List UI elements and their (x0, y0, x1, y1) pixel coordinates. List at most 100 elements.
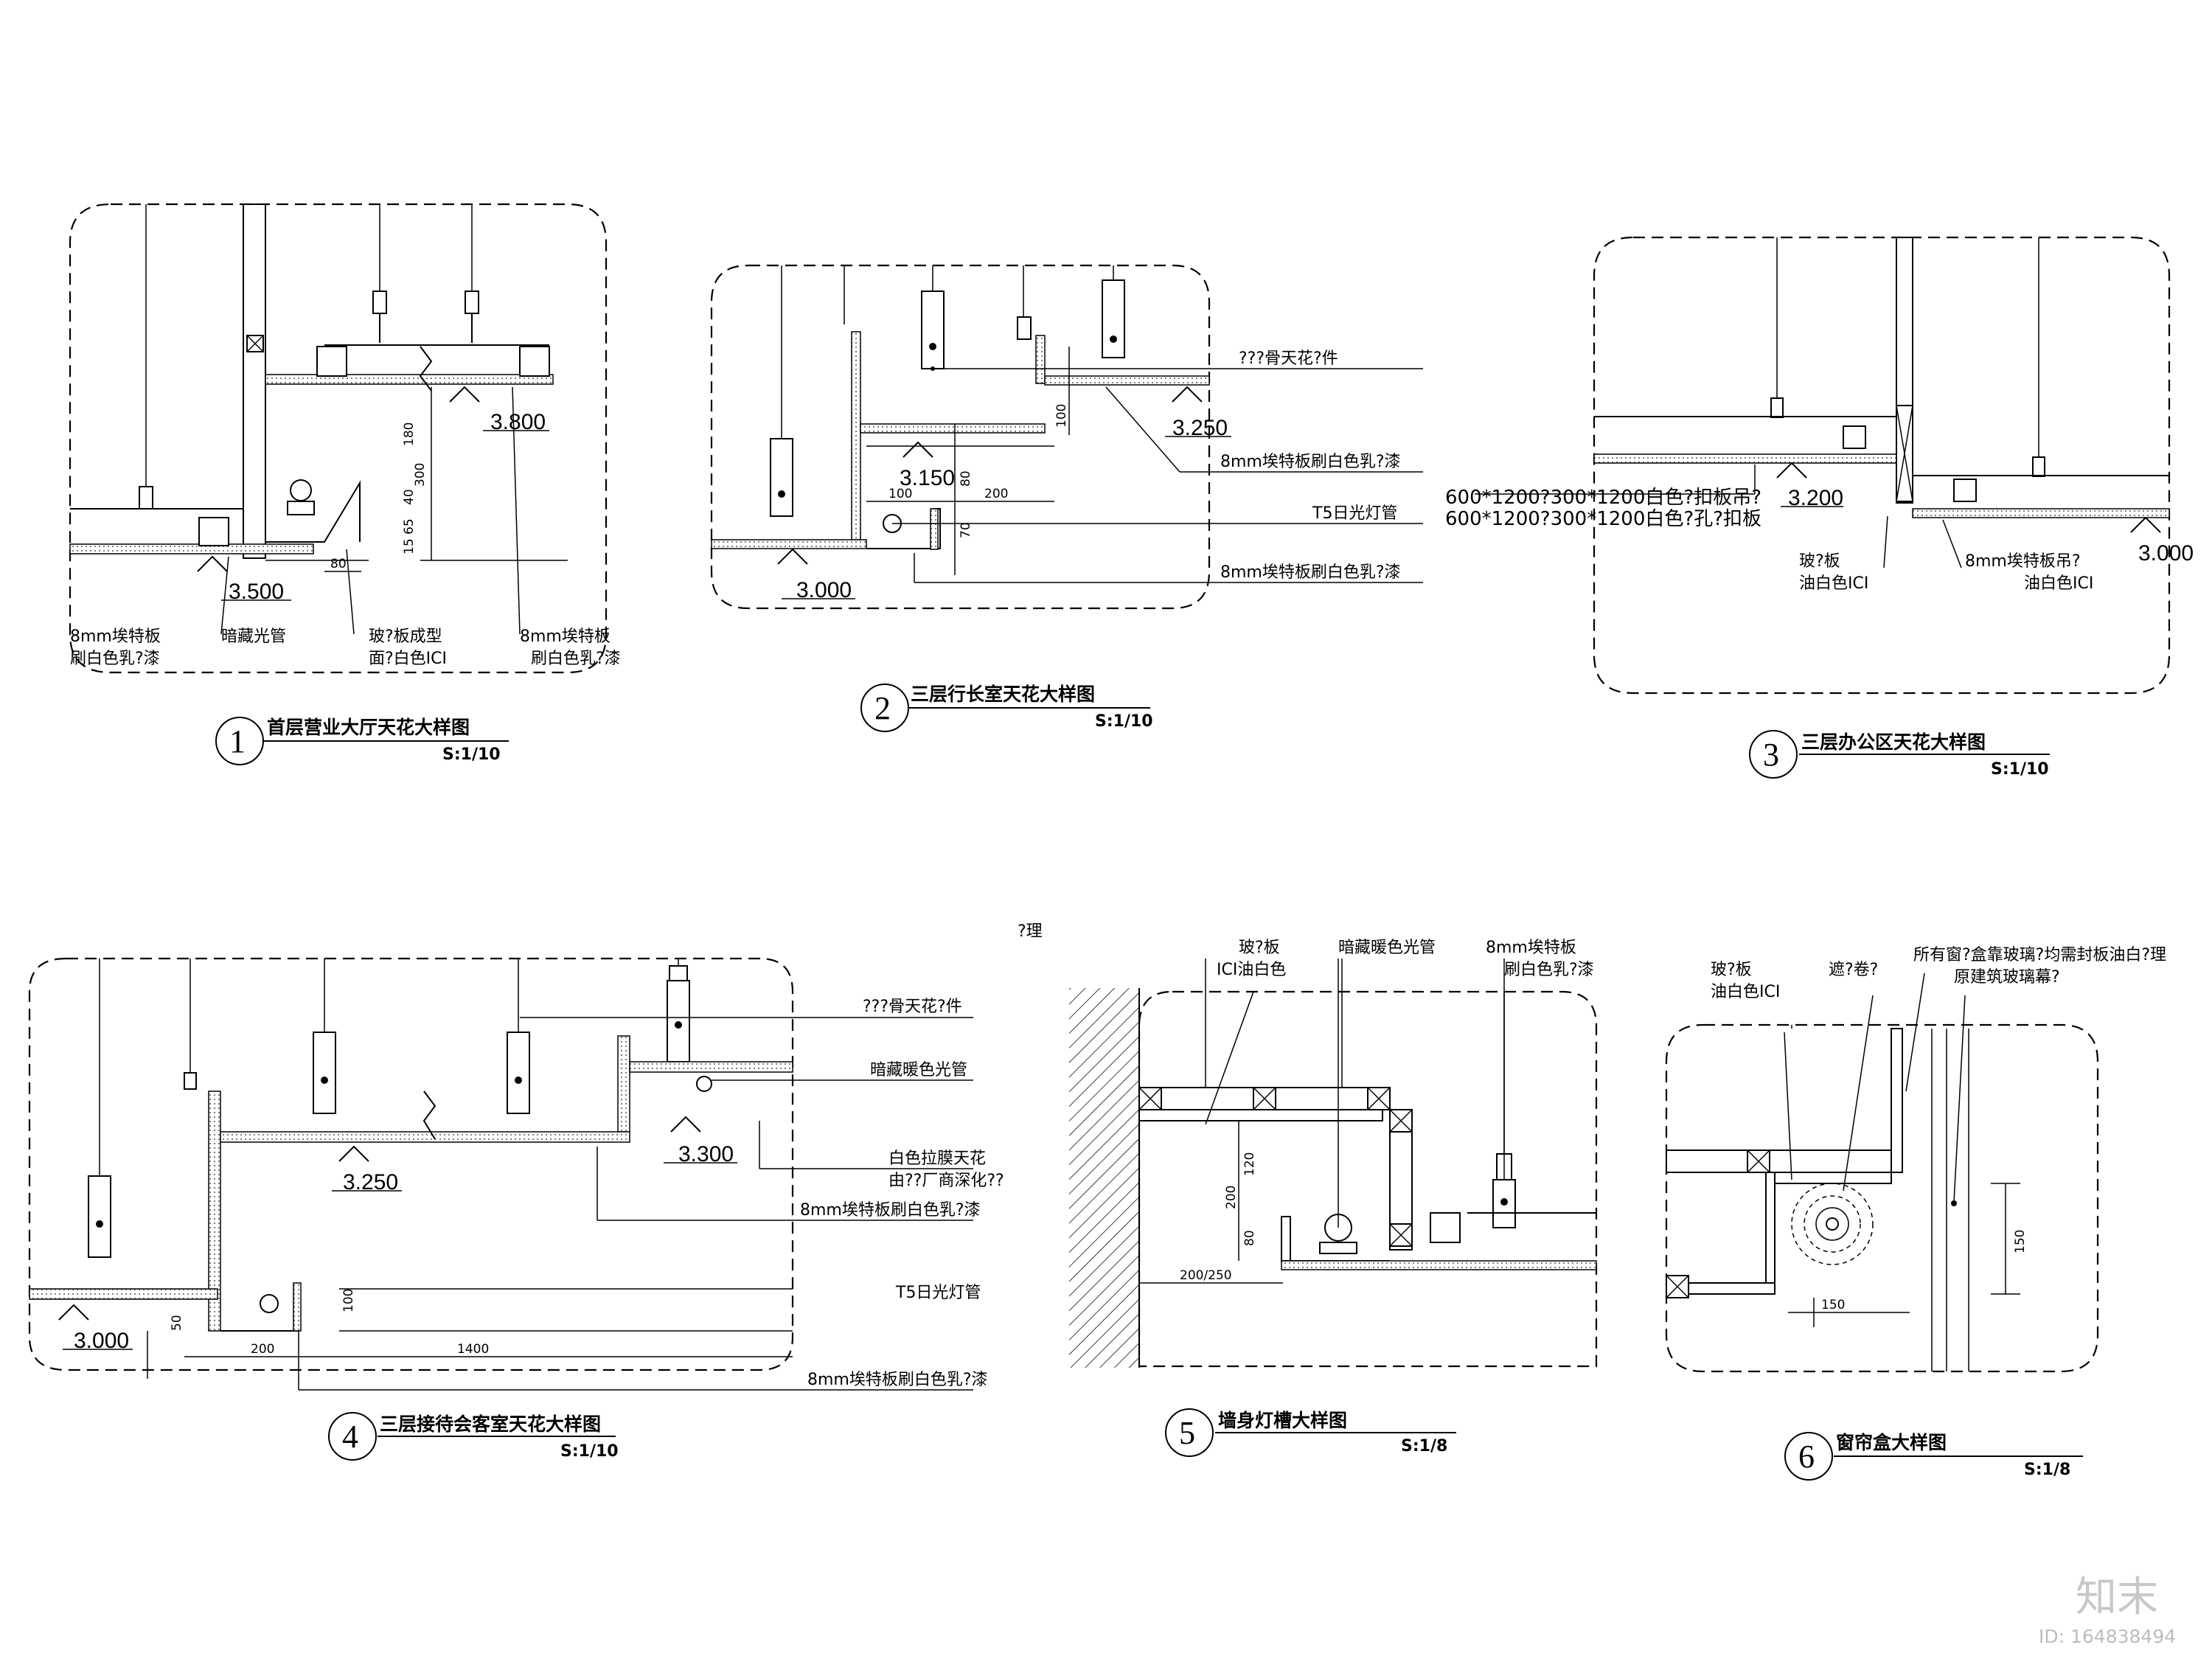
detail-6: 150 150 玻?板 油白色ICI 遮?卷? 所有窗?盒靠玻璃?均需封板油白?… (1665, 946, 2166, 1481)
light-icon (696, 1076, 712, 1092)
note-4-board-2: 8mm埃特板刷白色乳?漆 (807, 1371, 988, 1389)
detail-6-boundary (1665, 1023, 2099, 1373)
note-1-board-right-2: 刷白色乳?漆 (531, 650, 621, 668)
level-2-b: 3.150 (900, 466, 955, 490)
level-marker-icon (58, 1116, 701, 1321)
detail-scale: S:1/8 (2024, 1461, 2070, 1479)
detail-title: 三层行长室天花大样图 (911, 684, 1095, 705)
detail-number-circle (1749, 730, 1798, 779)
detail-title: 三层接待会客室天花大样图 (380, 1413, 601, 1435)
note-3-board-2: 油白色ICI (2024, 574, 2093, 593)
detail-2: 3.250 3.150 3.000 100 80 100 200 70 ???骨… (710, 264, 1423, 732)
detail-number: 2 (874, 690, 891, 726)
dim-100b: 100 (888, 487, 912, 501)
detail-title: 首层营业大厅天花大样图 (267, 717, 470, 738)
detail-1-boundary (69, 203, 608, 674)
dim-100: 100 (341, 1289, 356, 1312)
wall-hatch (1069, 988, 1139, 1368)
dim-40: 40 (402, 489, 417, 505)
note-5-glass: 玻?板 (1239, 939, 1280, 957)
dim-70: 70 (959, 522, 973, 538)
note-2-keel: ???骨天花?件 (1239, 349, 1338, 368)
detail-number: 3 (1763, 737, 1779, 773)
dim-65: 65 (402, 518, 417, 535)
detail-number: 5 (1179, 1415, 1195, 1451)
detail-number-circle (328, 1412, 377, 1461)
note-4-board: 8mm埃特板刷白色乳?漆 (800, 1201, 981, 1220)
light-tube-icon (260, 1294, 279, 1313)
note-4-tube: T5日光灯管 (895, 1284, 981, 1302)
note-4-ceiling-2: 由??厂商深化?? (888, 1172, 1004, 1190)
dim-80: 80 (330, 557, 347, 571)
note-4-light: 暗藏暖色光管 (870, 1061, 967, 1079)
note-5-board: 8mm埃特板 (1486, 939, 1576, 957)
note-1-board-right: 8mm埃特板 (520, 627, 611, 646)
detail-3-boundary (1593, 236, 2171, 695)
detail-scale: S:1/10 (1095, 712, 1153, 731)
detail-number: 1 (229, 723, 246, 759)
dim-80: 80 (1242, 1230, 1257, 1246)
ceiling-board (265, 374, 554, 385)
dim-200-250: 200/250 (1180, 1268, 1232, 1283)
dim-180: 180 (402, 422, 417, 446)
note-5-light: 暗藏暖色光管 (1338, 939, 1436, 957)
note-1-light: 暗藏光管 (221, 627, 286, 646)
level-marker-icon (777, 386, 1203, 565)
note-3-glass: 玻?板 (1799, 552, 1840, 571)
level-marker-icon (197, 386, 480, 572)
note-4-ceiling: 白色拉膜天花 (888, 1150, 986, 1168)
hanger-clip (139, 291, 479, 509)
dim-150-v: 150 (2013, 1230, 2028, 1253)
watermark-logo: 知末 (2076, 1573, 2158, 1621)
note-5-glass-2: ICI油白色 (1217, 961, 1286, 979)
detail-scale: S:1/10 (442, 745, 501, 764)
note-1-glass: 玻?板成型 (369, 627, 442, 646)
detail-number-circle (1784, 1432, 1833, 1481)
dim-80: 80 (959, 470, 973, 487)
note-2-tube: T5日光灯管 (1312, 504, 1397, 523)
light-tube-icon (290, 479, 312, 501)
watermark-id: ID: 164838494 (2039, 1626, 2176, 1647)
detail-3: 3.200 3.000 600*1200?300*1200白色?扣板吊? 600… (1445, 236, 2194, 779)
note-3-glass-2: 油白色ICI (1799, 574, 1868, 593)
detail-title: 墙身灯槽大样图 (1218, 1410, 1347, 1431)
detail-2-boundary (710, 264, 1211, 610)
detail-number: 6 (1798, 1439, 1815, 1475)
detail-4: 3.250 3.300 3.000 100 50 200 1400 ???骨天花… (28, 957, 1004, 1461)
detail-4-boundary (28, 957, 794, 1371)
dim-200: 200 (1224, 1186, 1239, 1209)
stray-note: ?理 (1018, 922, 1043, 941)
level-3-b: 3.000 (2138, 541, 2194, 566)
note-2-board: 8mm埃特板刷白色乳?漆 (1220, 453, 1401, 471)
note-3-panel: 600*1200?300*1200白色?扣板吊? (1445, 487, 1761, 509)
note-6-glass: 玻?板 (1711, 961, 1752, 979)
dim-150-h: 150 (1821, 1298, 1845, 1312)
dim-300: 300 (413, 463, 428, 487)
detail-title: 三层办公区天花大样图 (1801, 731, 1986, 753)
level-marker-icon (1776, 462, 2161, 533)
detail-number-circle (1165, 1408, 1214, 1457)
dim-1400: 1400 (457, 1342, 489, 1357)
detail-5: 120 200 80 200/250 玻?板 ICI油白色 暗藏暖色光管 8mm… (1069, 939, 1598, 1457)
dim-200: 200 (984, 487, 1008, 501)
note-6-blind: 遮?卷? (1829, 961, 1878, 979)
note-3-board: 8mm埃特板吊? (1965, 552, 2081, 571)
detail-5-boundary (1138, 990, 1598, 1368)
note-6-glass-2: 油白色ICI (1711, 983, 1780, 1001)
detail-scale: S:1/10 (560, 1442, 619, 1461)
note-1-board-left: 8mm埃特板 (70, 627, 161, 646)
note-6-window: 所有窗?盒靠玻璃?均需封板油白?理 (1913, 946, 2166, 964)
detail-title: 窗帘盒大样图 (1836, 1432, 1947, 1453)
detail-scale: S:1/10 (1991, 760, 2049, 779)
note-5-board-2: 刷白色乳?漆 (1504, 961, 1594, 979)
dim-100: 100 (1054, 404, 1069, 428)
note-4-keel: ???骨天花?件 (863, 998, 962, 1016)
dim-200: 200 (251, 1342, 274, 1357)
note-1-board-left-2: 刷白色乳?漆 (70, 650, 160, 668)
detail-scale: S:1/8 (1401, 1437, 1447, 1455)
blind-roll-icon (1791, 1183, 1874, 1265)
detail-number-circle (215, 717, 264, 765)
detail-1: 3.800 3.500 180 300 40 65 15 80 8mm埃特板 刷… (69, 203, 621, 765)
dim-15: 15 (402, 538, 417, 554)
note-3-panel-2: 600*1200?300*1200白色?孔?扣板 (1445, 508, 1761, 530)
